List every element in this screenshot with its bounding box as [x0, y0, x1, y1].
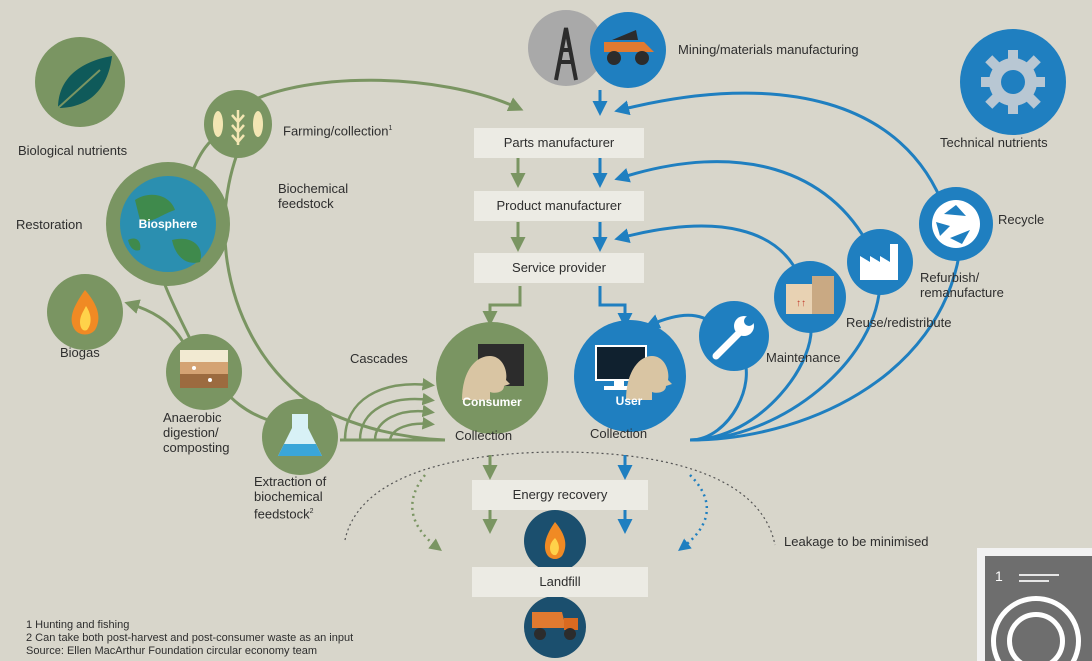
- biological-nutrients-label: Biological nutrients: [18, 143, 128, 158]
- biological-flows: [124, 78, 526, 534]
- biogas-label: Biogas: [60, 345, 100, 360]
- leakage-arc: [344, 451, 776, 552]
- maintenance-label: Maintenance: [766, 350, 841, 365]
- footnote-source: Source: Ellen MacArthur Foundation circu…: [26, 645, 318, 657]
- footnote-1: 1 Hunting and fishing: [26, 619, 130, 631]
- mining-truck-icon: [590, 12, 666, 88]
- service-provider-box: Service provider: [474, 253, 644, 283]
- biosphere-label: Biosphere: [138, 217, 198, 231]
- wheat-fish-icon: [204, 90, 272, 158]
- extraction-footnote-mark: 2: [309, 508, 314, 515]
- soil-layers-icon: [166, 334, 242, 410]
- technical-nutrients-label: Technical nutrients: [940, 135, 1048, 150]
- factory-icon: [847, 229, 913, 295]
- report-cover-number: 1: [995, 568, 1003, 584]
- report-cover: 1: [985, 556, 1092, 661]
- extraction-label-text: Extraction of biochemical feedstock: [254, 474, 327, 522]
- leakage-label: Leakage to be minimised: [784, 534, 929, 549]
- biogas-flame-icon: [47, 274, 123, 350]
- cascades-label: Cascades: [350, 351, 408, 366]
- extraction-label: Extraction of biochemical feedstock2: [254, 474, 326, 521]
- reuse-label: Reuse/redistribute: [846, 315, 952, 330]
- cascades-arrows: [343, 378, 435, 441]
- farming-footnote-mark: 1: [388, 125, 393, 132]
- oil-derrick-icon: [528, 10, 604, 86]
- svg-text:↑↑: ↑↑: [796, 298, 806, 309]
- recycle-label: Recycle: [998, 212, 1045, 227]
- user-icon: [574, 320, 686, 432]
- report-cover-title-line: [1019, 580, 1049, 582]
- farming-label: Farming/collection1: [283, 121, 392, 138]
- consumer-icon: [436, 322, 548, 434]
- farming-label-text: Farming/collection: [283, 123, 389, 139]
- energy-recovery-box: Energy recovery: [472, 480, 648, 510]
- refurbish-label: Refurbish/ remanufacture: [920, 270, 1004, 300]
- wrench-icon: [699, 301, 769, 371]
- leaf-icon: [35, 37, 125, 127]
- collection-left-label: Collection: [455, 428, 513, 443]
- gear-icon: [960, 29, 1066, 135]
- user-label: User: [615, 394, 643, 408]
- flask-icon: [262, 399, 338, 475]
- product-manufacturer-box: Product manufacturer: [474, 191, 644, 221]
- biochemical-feedstock-label: Biochemical feedstock: [278, 181, 349, 211]
- recycle-icon: [919, 187, 993, 261]
- restoration-label: Restoration: [16, 217, 83, 232]
- boxes-icon: ↑↑: [774, 261, 846, 333]
- energy-flame-icon: [524, 510, 586, 572]
- mining-label: Mining/materials manufacturing: [678, 42, 859, 57]
- parts-manufacturer-box: Parts manufacturer: [474, 128, 644, 158]
- report-cover-thumbnail: 1: [977, 548, 1092, 661]
- report-cover-title-line: [1019, 574, 1059, 576]
- consumer-label: Consumer: [462, 395, 522, 409]
- footnote-2: 2 Can take both post-harvest and post-co…: [26, 632, 354, 644]
- landfill-box: Landfill: [472, 567, 648, 597]
- collection-right-label: Collection: [590, 426, 648, 441]
- globe-icon: [106, 162, 230, 286]
- anaerobic-label: Anaerobic digestion/ composting: [163, 410, 230, 455]
- dump-truck-icon: [524, 596, 586, 658]
- report-cover-ring-outer: [991, 596, 1081, 661]
- technical-flows: [592, 90, 962, 534]
- report-cover-ring-inner: [1007, 612, 1065, 661]
